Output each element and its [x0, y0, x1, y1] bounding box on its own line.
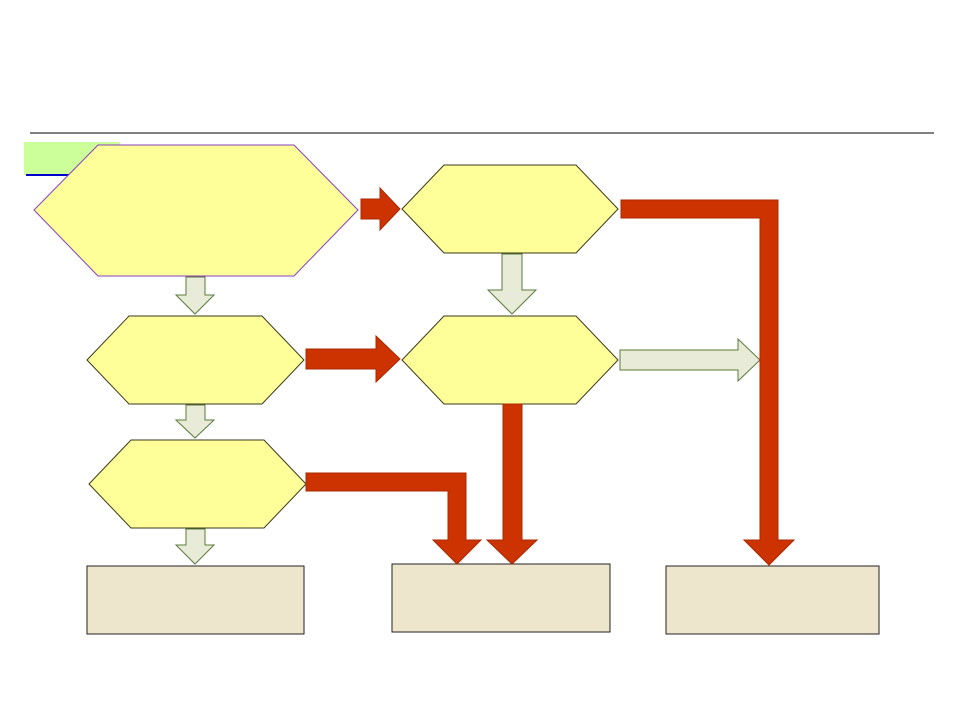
- result-box-center: [391, 563, 611, 633]
- middle-top-to-center-second-arrow: [486, 253, 538, 315]
- left-third-to-result-left-arrow: [174, 528, 216, 565]
- left-second-to-left-third-arrow: [174, 404, 216, 439]
- start-hexagon-node: [33, 144, 359, 277]
- left-second-hexagon-node: [86, 315, 305, 405]
- start-to-middle-top-arrow: [360, 186, 401, 232]
- left-third-to-result-center-arrow: [305, 472, 483, 565]
- result-box-left: [86, 565, 305, 635]
- left-third-hexagon-node: [88, 439, 307, 529]
- center-second-hexagon-node: [401, 315, 619, 405]
- left-second-to-center-second-arrow: [305, 334, 401, 384]
- middle-top-hexagon-node: [401, 164, 619, 254]
- center-second-to-result-center-arrow: [485, 403, 539, 565]
- result-box-right: [665, 565, 880, 635]
- center-second-to-right-arrow: [619, 337, 761, 383]
- start-to-left-second-arrow: [174, 276, 216, 315]
- middle-top-to-result-right-arrow: [620, 199, 796, 566]
